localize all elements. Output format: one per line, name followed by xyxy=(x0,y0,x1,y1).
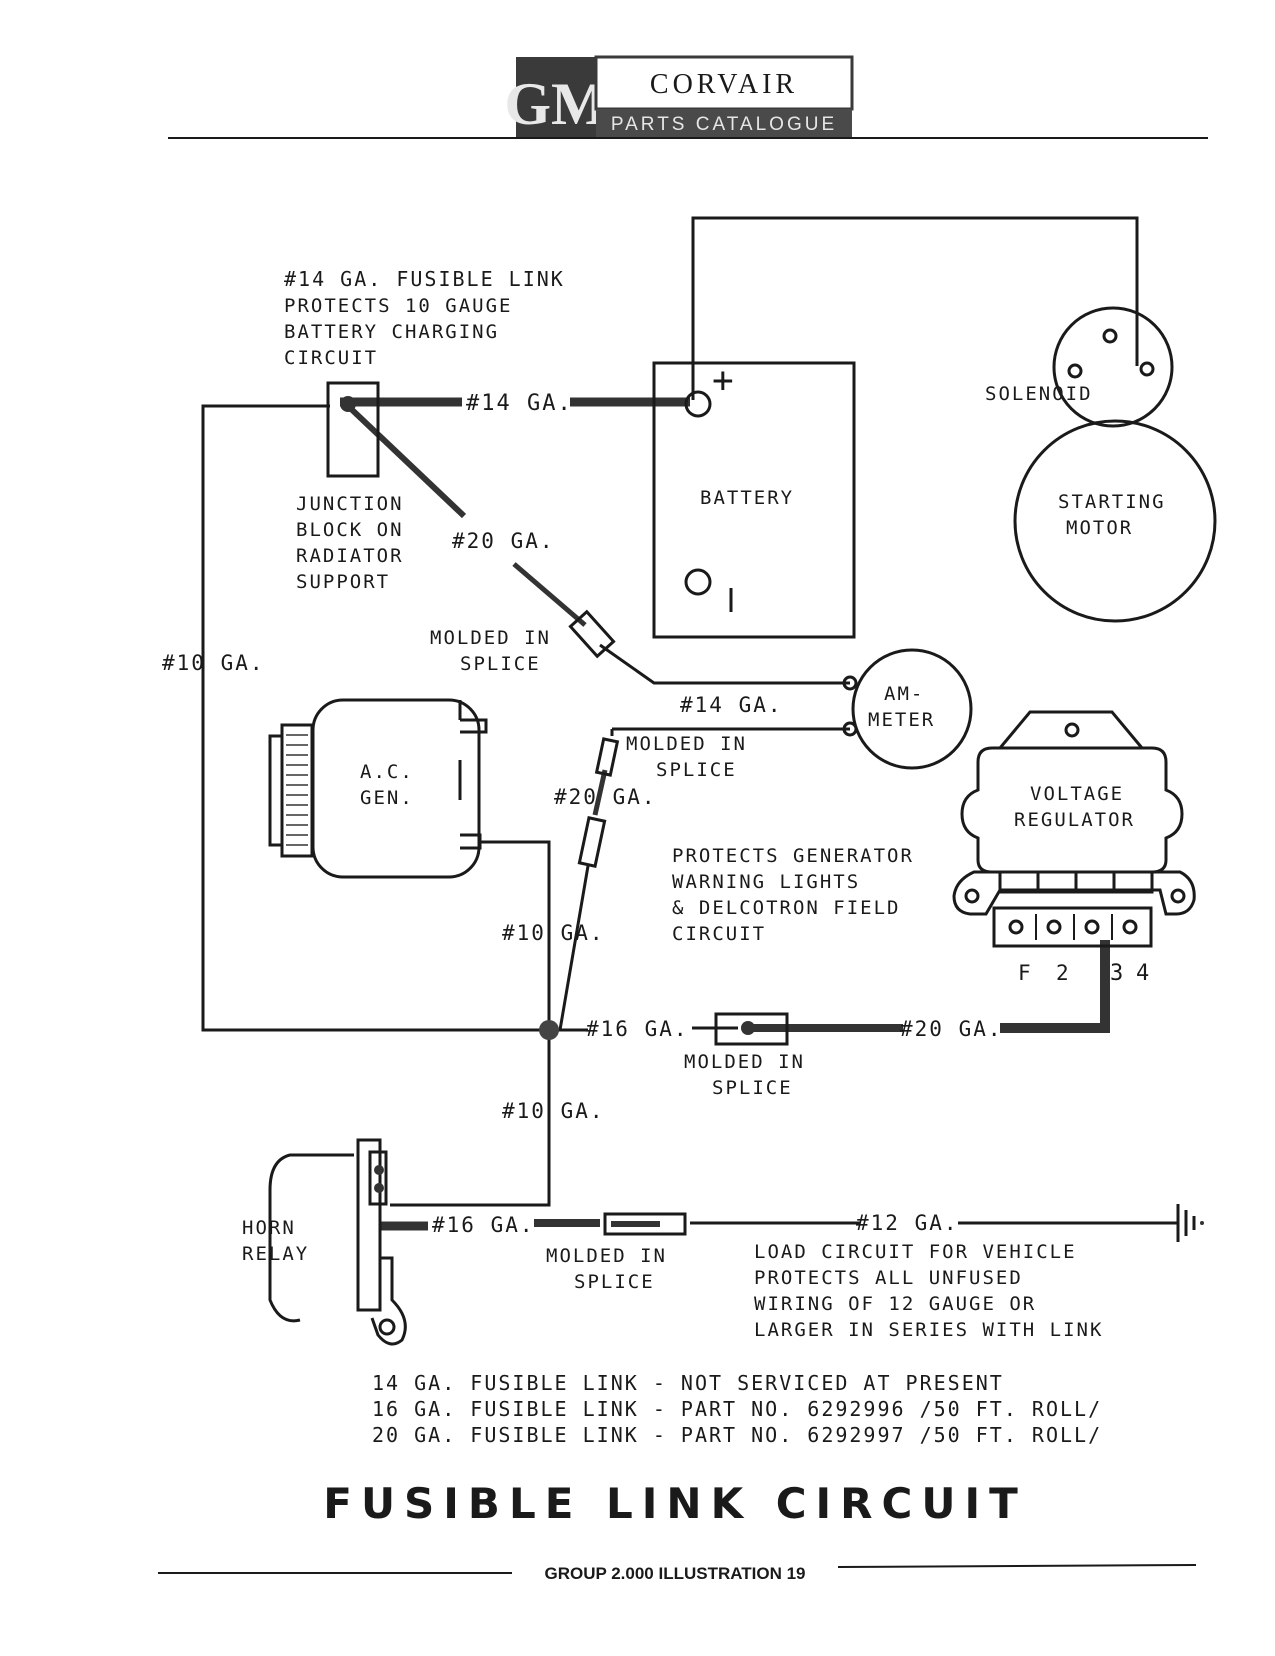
footer: GROUP 2.000 ILLUSTRATION 19 xyxy=(158,1564,1197,1583)
ac-generator xyxy=(268,698,488,879)
voltage-regulator xyxy=(952,710,1196,948)
junction-node xyxy=(539,1020,559,1040)
splice-c xyxy=(714,1012,789,1046)
wire-20ga-splice xyxy=(512,562,587,627)
parts-list-line-3: 20 GA. FUSIBLE LINK - PART NO. 6292997 /… xyxy=(372,1423,1102,1447)
wire-10ga-left xyxy=(201,404,549,1032)
battery xyxy=(652,361,856,639)
splice-a-line-1: MOLDED IN xyxy=(430,627,551,649)
junction-block xyxy=(326,381,380,478)
regulator-terminal-strip xyxy=(992,906,1153,948)
junction-block-line-2: BLOCK ON xyxy=(296,519,404,541)
label-20ga-b: #20 GA. xyxy=(554,785,657,809)
splice-a-line-2: SPLICE xyxy=(460,653,541,675)
wire-10ga-gen xyxy=(480,840,551,1162)
load-note-line-1: LOAD CIRCUIT FOR VEHICLE xyxy=(754,1241,1077,1263)
splice-b-line-1: MOLDED IN xyxy=(626,733,747,755)
header: GM CORVAIR PARTS CATALOGUE xyxy=(168,55,1208,139)
regulator-line-1: VOLTAGE xyxy=(1030,783,1124,805)
subtitle-bar xyxy=(596,109,852,137)
protects-note-line-3: & DELCOTRON FIELD xyxy=(672,897,900,919)
horn-relay-line-2: RELAY xyxy=(242,1243,309,1265)
wires xyxy=(201,216,1178,1231)
splice-b-line-2: SPLICE xyxy=(656,759,737,781)
protects-note-line-2: WARNING LIGHTS xyxy=(672,871,860,893)
subtitle: PARTS CATALOGUE xyxy=(611,114,837,135)
splice-d xyxy=(603,1212,687,1236)
starter-solenoid xyxy=(1013,306,1217,623)
label-20ga-c: #20 GA. xyxy=(900,1017,1003,1041)
solenoid xyxy=(1052,306,1174,428)
generator-line-2: GEN. xyxy=(360,787,414,809)
regulator-line-2: REGULATOR xyxy=(1014,809,1135,831)
label-14ga-top: #14 GA. xyxy=(466,391,573,416)
terminal-3: 3 xyxy=(1110,961,1125,986)
terminal-4: 4 xyxy=(1136,961,1151,986)
label-10ga-low: #10 GA. xyxy=(502,1099,605,1123)
brand-name: CORVAIR xyxy=(650,69,798,100)
terminal-f: F xyxy=(1018,961,1033,985)
label-20ga-a: #20 GA. xyxy=(452,529,555,553)
wire-20ga-reg-b xyxy=(1000,940,1110,1033)
label-10ga-left: #10 GA. xyxy=(162,651,265,675)
labels: #14 GA. FUSIBLE LINK PROTECTS 10 GAUGE B… xyxy=(162,267,1166,1447)
splice-b xyxy=(594,737,620,777)
parts-list-line-2: 16 GA. FUSIBLE LINK - PART NO. 6292996 /… xyxy=(372,1397,1102,1421)
starting-motor-line-1: STARTING xyxy=(1058,491,1166,513)
ammeter xyxy=(842,648,973,770)
wire-to-ammeter-top xyxy=(599,643,850,685)
load-note-line-4: LARGER IN SERIES WITH LINK xyxy=(754,1319,1103,1341)
junction-block-line-3: RADIATOR xyxy=(296,545,404,567)
splice-d-line-1: MOLDED IN xyxy=(546,1245,667,1267)
junction-block-line-1: JUNCTION xyxy=(296,493,404,515)
label-12ga: #12 GA. xyxy=(856,1211,959,1235)
label-14ga-ammeter: #14 GA. xyxy=(680,693,783,717)
label-10ga-mid: #10 GA. xyxy=(502,921,605,945)
ammeter-line-2: METER xyxy=(868,709,935,731)
horn-relay xyxy=(268,1138,407,1346)
fusible-note-line-1: #14 GA. FUSIBLE LINK xyxy=(284,267,565,291)
label-16ga-mid: #16 GA. xyxy=(586,1017,689,1041)
solenoid-label: SOLENOID xyxy=(985,383,1093,405)
fusible-note-line-4: CIRCUIT xyxy=(284,347,378,369)
splice-d-line-2: SPLICE xyxy=(574,1271,655,1293)
ground-icon xyxy=(1176,1204,1204,1242)
battery-negative-terminal xyxy=(684,568,712,596)
terminal-2: 2 xyxy=(1056,961,1071,985)
footer-caption: GROUP 2.000 ILLUSTRATION 19 xyxy=(544,1564,805,1583)
generator-line-1: A.C. xyxy=(360,761,414,783)
starting-motor-line-2: MOTOR xyxy=(1066,517,1133,539)
protects-note-line-4: CIRCUIT xyxy=(672,923,766,945)
protects-note-line-1: PROTECTS GENERATOR xyxy=(672,845,914,867)
battery-positive-terminal xyxy=(684,390,712,418)
brand-box xyxy=(594,55,854,111)
load-note-line-2: PROTECTS ALL UNFUSED xyxy=(754,1267,1023,1289)
page-title: FUSIBLE LINK CIRCUIT xyxy=(323,1479,1026,1528)
battery-label: BATTERY xyxy=(700,487,794,509)
label-16ga-low: #16 GA. xyxy=(432,1213,535,1237)
horn-relay-line-1: HORN xyxy=(242,1217,296,1239)
fusible-note-line-2: PROTECTS 10 GAUGE xyxy=(284,295,512,317)
wire-20ga-junction xyxy=(345,403,467,519)
fusible-note-line-3: BATTERY CHARGING xyxy=(284,321,499,343)
ammeter-line-1: AM- xyxy=(884,683,924,705)
starting-motor xyxy=(1013,419,1217,623)
gm-logo: GM xyxy=(504,71,607,137)
load-note-line-3: WIRING OF 12 GAUGE OR xyxy=(754,1293,1036,1315)
junction-block-line-4: SUPPORT xyxy=(296,571,390,593)
wire-20ga-mid xyxy=(592,769,608,816)
parts-list-line-1: 14 GA. FUSIBLE LINK - NOT SERVICED AT PR… xyxy=(372,1371,1004,1395)
wire-battery-solenoid xyxy=(691,216,1139,400)
gm-logo-box xyxy=(516,57,596,137)
splice-a xyxy=(568,609,616,659)
battery-plus: + xyxy=(712,360,736,401)
splice-c-line-1: MOLDED IN xyxy=(684,1051,805,1073)
splice-mid xyxy=(577,816,607,868)
splice-c-line-2: SPLICE xyxy=(712,1077,793,1099)
